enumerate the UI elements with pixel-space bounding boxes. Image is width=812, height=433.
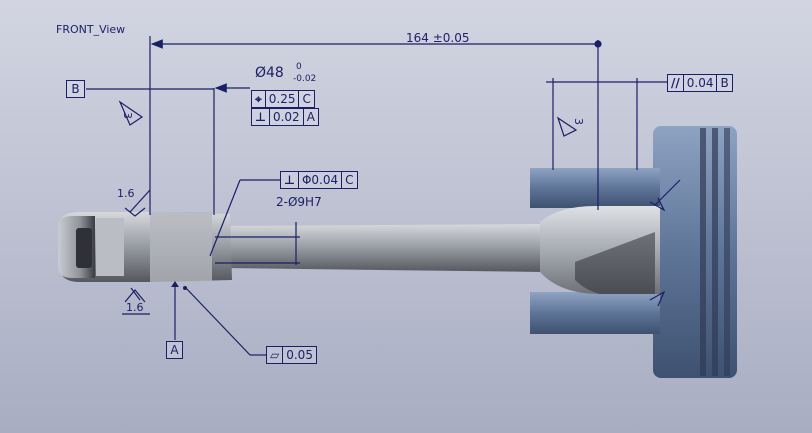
perpendicularity-c-datum: C — [341, 172, 356, 188]
perpendicularity-a-value: 0.02 — [268, 109, 303, 125]
diameter-48-lower-tolerance: -0.02 — [293, 74, 317, 84]
flatness-icon: ▱ — [270, 348, 280, 362]
connecting-rod — [58, 205, 660, 294]
datum-markers — [171, 281, 187, 290]
perpendicularity-icon: ⊥ — [255, 110, 266, 124]
datum-a-label: A — [166, 341, 183, 359]
perpendicularity-c-frame: ⊥ Φ0.04 C — [280, 171, 358, 189]
parallelism-value: 0.04 — [682, 75, 717, 91]
bolt-hole-dimension: 2-Ø9H7 — [276, 195, 322, 209]
surface-finish-bottom-value: 1.6 — [126, 301, 144, 314]
position-icon: ⌖ — [255, 92, 262, 106]
perpendicularity-c-icon: ⊥ — [284, 173, 295, 187]
view-title: FRONT_View — [56, 23, 126, 36]
piston — [530, 126, 737, 378]
surface-finish-top-value: 1.6 — [117, 187, 135, 200]
perpendicularity-a-datum: A — [302, 109, 318, 125]
parallelism-datum: B — [716, 75, 731, 91]
flatness-frame: ▱ 0.05 — [266, 346, 317, 364]
position-tolerance-value: 0.25 — [264, 91, 299, 107]
position-datum: C — [298, 91, 313, 107]
overall-length-dimension: 164 ±0.05 — [406, 31, 470, 45]
annotation-lines — [86, 36, 681, 356]
parallelism-icon: // — [671, 76, 680, 90]
position-tolerance-frame: ⌖ 0.25 C — [251, 90, 315, 108]
parallelism-frame: // 0.04 B — [667, 74, 733, 92]
datum-b-label: B — [66, 80, 85, 98]
flatness-value: 0.05 — [282, 347, 316, 363]
surface-finish-left-value: 3 — [121, 112, 134, 119]
perpendicularity-a-frame: ⊥ 0.02 A — [251, 108, 319, 126]
diameter-48-dimension: Ø48 — [255, 65, 284, 81]
perpendicularity-c-value: Φ0.04 — [297, 172, 341, 188]
surface-finish-pin-bore-value: 3 — [572, 118, 585, 125]
diameter-48-upper-tolerance: 0 — [296, 62, 302, 72]
